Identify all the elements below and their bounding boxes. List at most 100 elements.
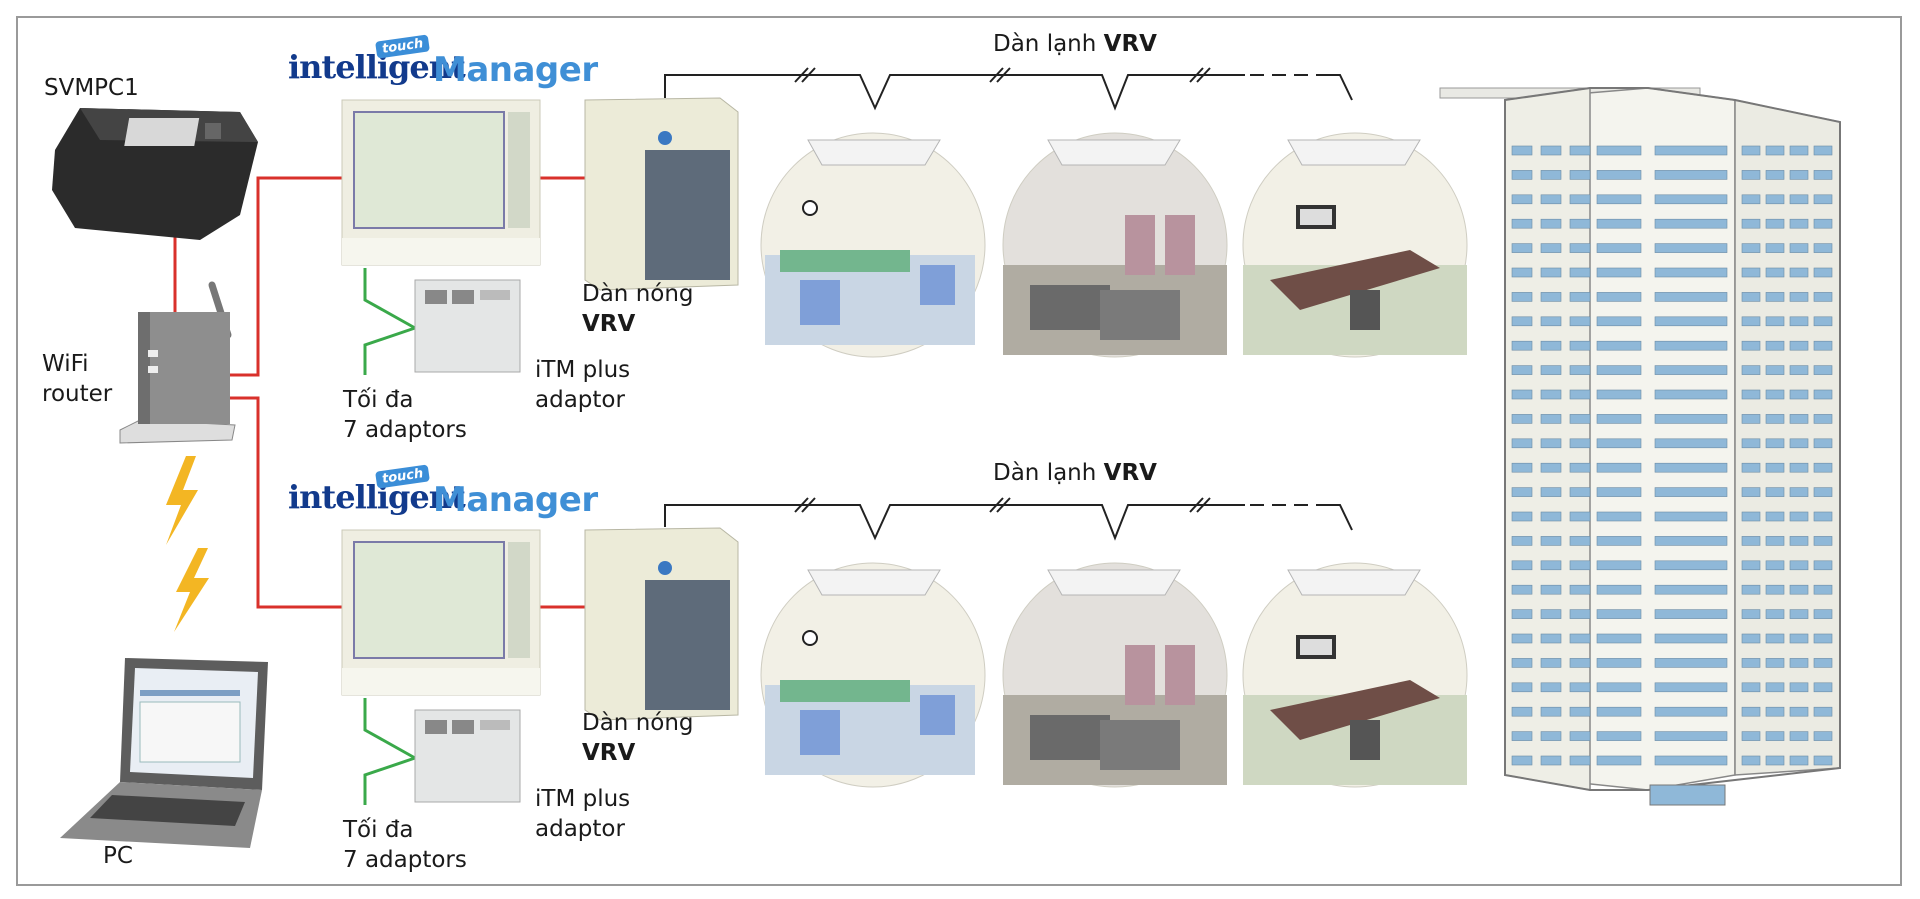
building-window [1596,584,1642,595]
building-window [1741,340,1761,351]
adaptor2-link-bottom [363,756,416,805]
building-window [1654,340,1728,351]
building-window [1654,682,1728,693]
outdoor-unit-label-2-line1: Dàn nóng [582,710,694,736]
building-window [1789,658,1809,668]
building-window [1540,292,1562,302]
building-window [1813,584,1833,595]
building-window [1511,316,1533,327]
building-window [1813,316,1833,327]
building-window [1596,194,1642,205]
building-window [1813,462,1833,473]
building-window [1596,267,1642,278]
indoor-room-office-1 [760,132,986,358]
building-window [1511,414,1533,424]
building-window [1765,170,1785,180]
itm-panel-2 [341,529,541,696]
piping-row-1 [664,67,1353,111]
building-window [1540,731,1562,741]
building-window [1741,462,1761,473]
building-window [1765,365,1785,375]
building-window [1741,560,1761,571]
building-window [1654,487,1728,497]
building-icon [1439,87,1841,806]
building-window [1511,706,1533,717]
building-window [1511,340,1533,351]
building-window [1569,511,1591,522]
building-window [1741,731,1761,741]
building-window [1741,511,1761,522]
building-window [1569,340,1591,351]
building-window [1789,511,1809,522]
building-window [1789,487,1809,497]
itm-plus-label-2-line1: iTM plus [535,786,631,812]
building-window [1540,706,1562,717]
outdoor-unit-label-1-line1: Dàn nóng [582,281,694,307]
building-window [1813,243,1833,253]
building-window [1596,560,1642,571]
building-window [1569,365,1591,375]
building-window [1511,658,1533,668]
building-window [1789,267,1809,278]
building-window [1540,316,1562,327]
building-window [1813,194,1833,205]
building-window [1813,414,1833,424]
building-window [1569,682,1591,693]
building-window [1813,731,1833,741]
max-adaptors-label-2-line2: 7 adaptors [343,847,467,873]
building-window [1511,560,1533,571]
building-window [1813,365,1833,375]
building-window [1654,706,1728,717]
building-window [1765,462,1785,473]
adaptor-lines [363,268,416,805]
building-window [1540,194,1562,205]
building-window [1511,584,1533,595]
building-window [1789,365,1809,375]
building-window [1596,609,1642,619]
building-window [1813,292,1833,302]
building-window [1540,170,1562,180]
building-window [1765,731,1785,741]
laptop-icon [60,658,268,848]
building-window [1654,145,1728,156]
building-window [1741,389,1761,400]
building-window [1569,536,1591,546]
building-window [1765,316,1785,327]
building-window [1765,560,1785,571]
building-window [1596,731,1642,741]
building-window [1569,414,1591,424]
building-window [1813,609,1833,619]
controller-box-icon [52,108,258,240]
building-window [1789,218,1809,229]
building-window [1654,536,1728,546]
building-window [1789,438,1809,449]
building-window [1765,706,1785,717]
building-window [1741,438,1761,449]
building-window [1596,487,1642,497]
building-window [1741,267,1761,278]
building-window [1511,438,1533,449]
building-window [1765,194,1785,205]
outdoor-unit-label-1-line2: VRV [582,311,636,337]
building-window [1540,658,1562,668]
building-window [1540,536,1562,546]
building-windows [1511,145,1833,766]
building-window [1741,194,1761,205]
building-window [1511,633,1533,644]
building-window [1789,609,1809,619]
adaptor2-link-top [363,698,416,760]
itm-adaptor-2 [414,709,521,803]
building-window [1596,682,1642,693]
building-window [1569,584,1591,595]
building-window [1765,755,1785,766]
building-window [1789,316,1809,327]
building-window [1813,706,1833,717]
building-window [1765,267,1785,278]
building-window [1654,292,1728,302]
building-window [1765,584,1785,595]
building-window [1511,389,1533,400]
building-window [1511,609,1533,619]
adaptor1-link-bottom [363,326,416,375]
itm-plus-label-2-line2: adaptor [535,816,625,842]
building-window [1511,218,1533,229]
